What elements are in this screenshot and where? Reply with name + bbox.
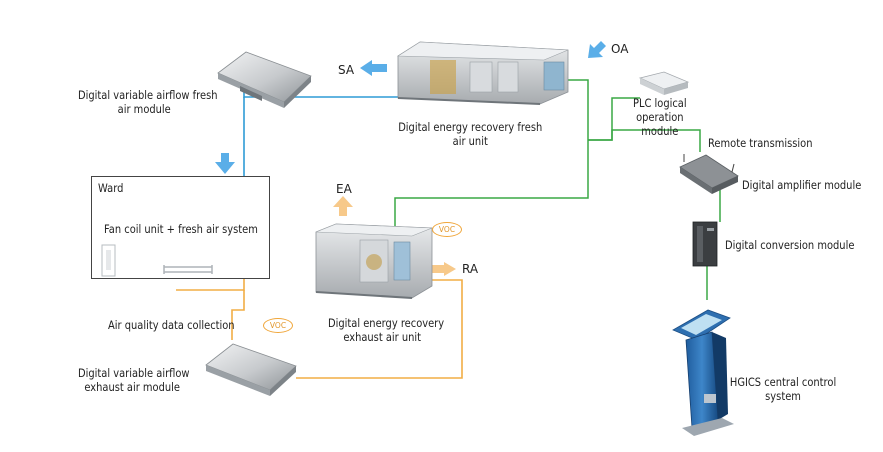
supply-air-duct	[243, 90, 398, 186]
ra-tag: RA	[462, 262, 479, 276]
remote-transmission-label: Remote transmission	[708, 136, 813, 150]
plc-module-image	[638, 71, 690, 95]
voc-badge-exhaust-unit: VOC	[432, 222, 462, 237]
supply-air-arrow	[360, 60, 387, 76]
ward-system-label: Fan coil unit + fresh air system	[104, 222, 258, 236]
sa-tag: SA	[338, 63, 355, 77]
exhaust-air-unit-image	[315, 223, 433, 299]
voc-badge-air-quality: VOC	[263, 318, 293, 333]
air-quality-label: Air quality data collection	[108, 318, 235, 332]
fresh-air-unit-image	[397, 41, 569, 105]
ward-box: Ward Fan coil unit + fresh air system	[91, 176, 270, 279]
amplifier-module-image	[679, 154, 739, 194]
hgics-kiosk-image	[672, 309, 734, 436]
exhaust-air-duct	[176, 276, 463, 379]
fresh-air-module-image	[217, 51, 312, 108]
ward-equipment-icons	[101, 244, 213, 277]
down-supply-arrow	[215, 153, 235, 174]
return-air-arrow	[432, 262, 456, 276]
ward-title: Ward	[98, 181, 124, 195]
control-signal-lines	[394, 79, 721, 300]
exhaust-air-module-image	[205, 343, 297, 396]
amplifier-module-label: Digital amplifier module	[742, 178, 862, 192]
outdoor-air-arrow	[588, 41, 606, 58]
conversion-module-image	[692, 221, 718, 267]
conversion-module-label: Digital conversion module	[725, 238, 855, 252]
exhaust-outlet-arrow	[333, 196, 353, 216]
ea-tag: EA	[336, 182, 352, 196]
oa-tag: OA	[611, 42, 629, 56]
